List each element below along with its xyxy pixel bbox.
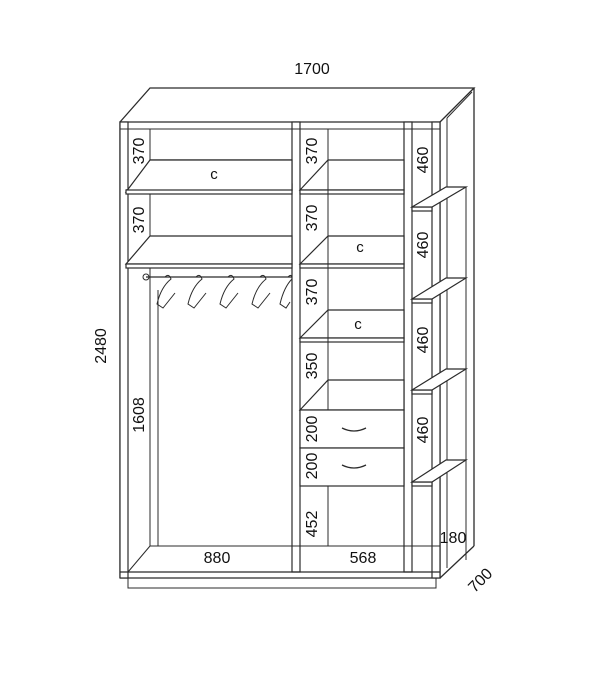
cabinet-body bbox=[119, 87, 476, 589]
shelf-label: c bbox=[356, 239, 364, 256]
drawer-lower bbox=[299, 447, 405, 487]
hanger bbox=[279, 274, 293, 309]
drawer-upper bbox=[299, 409, 405, 449]
dim-right-width: 180 bbox=[440, 530, 467, 547]
dim-mid-2: 370 bbox=[304, 205, 321, 232]
dim-depth: 700 bbox=[465, 565, 496, 596]
dim-left-3: 1608 bbox=[131, 397, 148, 433]
hanger bbox=[187, 274, 207, 309]
dim-mid-3: 370 bbox=[304, 279, 321, 306]
dim-mid-5: 200 bbox=[304, 416, 321, 443]
middle-shelves bbox=[298, 129, 405, 546]
dimension-labels: 1700 2480 700 880 568 180 370 370 1608 3… bbox=[93, 61, 496, 596]
dim-right-1: 460 bbox=[415, 147, 432, 174]
hanger bbox=[219, 274, 239, 309]
dim-left-1: 370 bbox=[131, 138, 148, 165]
dim-mid-7: 452 bbox=[304, 511, 321, 538]
drawer-handle-lower bbox=[341, 464, 367, 469]
right-shelves bbox=[409, 186, 469, 560]
dim-total-height: 2480 bbox=[93, 328, 110, 364]
dim-mid-4: 350 bbox=[304, 353, 321, 380]
dim-mid-1: 370 bbox=[304, 138, 321, 165]
left-shelves bbox=[124, 159, 293, 269]
dim-left-width: 880 bbox=[204, 550, 231, 567]
hanger bbox=[251, 274, 271, 309]
dim-middle-width: 568 bbox=[350, 550, 377, 567]
hanger-rail bbox=[142, 273, 293, 546]
dim-right-2: 460 bbox=[415, 232, 432, 259]
dim-right-3: 460 bbox=[415, 327, 432, 354]
shelf-label: c bbox=[210, 166, 218, 183]
drawers bbox=[299, 409, 405, 487]
dim-total-width: 1700 bbox=[294, 61, 330, 78]
dim-mid-6: 200 bbox=[304, 453, 321, 480]
drawer-handle-upper bbox=[341, 427, 367, 432]
shelf-label: c bbox=[354, 316, 362, 333]
dim-right-4: 460 bbox=[415, 417, 432, 444]
hanger bbox=[156, 274, 176, 309]
dim-left-2: 370 bbox=[131, 207, 148, 234]
